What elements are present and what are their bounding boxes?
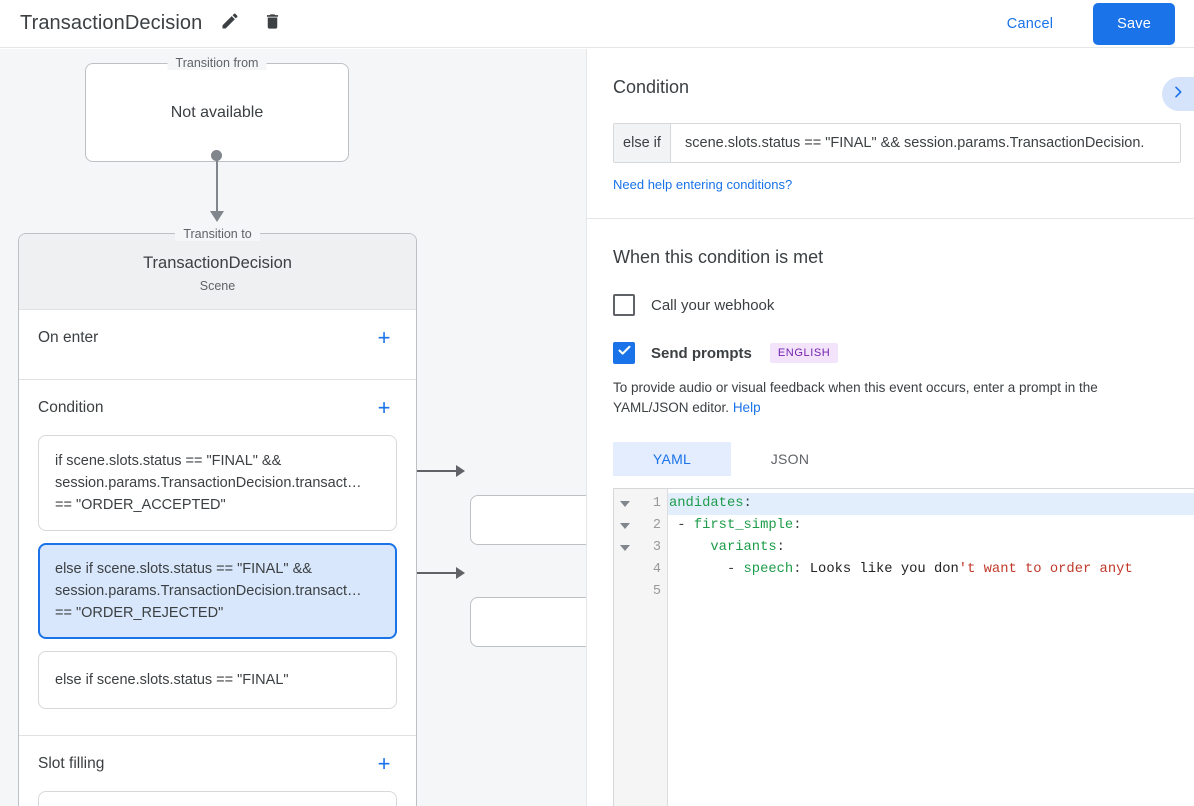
- section-condition-title: Condition: [38, 398, 104, 416]
- pencil-icon: [220, 11, 240, 36]
- tab-json[interactable]: JSON: [770, 451, 810, 467]
- editor-format-tabs: YAML JSON: [613, 442, 1168, 476]
- trash-icon: [263, 12, 282, 36]
- panel-when-met-section: When this condition is met Call your web…: [587, 219, 1194, 806]
- code-line[interactable]: - speech: Looks like you don't want to o…: [668, 559, 1194, 581]
- edge-line-accepted: [398, 470, 458, 472]
- call-webhook-label: Call your webhook: [651, 296, 775, 314]
- editor-line-numbers: 1 2 3 4 5: [636, 489, 668, 806]
- send-prompts-row[interactable]: Send prompts ENGLISH: [613, 342, 1168, 364]
- fold-toggle-2[interactable]: [614, 515, 636, 537]
- condition-help-link[interactable]: Need help entering conditions?: [613, 177, 793, 192]
- condition-input-row[interactable]: else if: [613, 123, 1181, 163]
- edge-line-rejected: [398, 572, 458, 574]
- code-token: :: [793, 518, 802, 533]
- app-topbar: TransactionDecision Cancel Save: [0, 0, 1194, 48]
- scene-name: TransactionDecision: [143, 254, 292, 272]
- line-number: 3: [652, 540, 661, 555]
- transition-from-value: Not available: [170, 103, 264, 121]
- transition-from-node[interactable]: Not available: [85, 63, 349, 162]
- edit-name-button[interactable]: [216, 10, 244, 38]
- section-slot-filling-header: Slot filling +: [38, 736, 397, 791]
- page-title: TransactionDecision: [20, 12, 203, 34]
- delete-button[interactable]: [258, 10, 286, 38]
- code-token: Looks like you don: [809, 562, 959, 577]
- code-token: -: [669, 518, 694, 533]
- connector-arrow-icon: [210, 211, 224, 222]
- add-slot-filling-button[interactable]: +: [377, 750, 391, 776]
- webhook-row[interactable]: Call your webhook: [613, 294, 1168, 316]
- checkmark-icon: [617, 343, 632, 363]
- line-number: 1: [652, 496, 661, 511]
- line-number: 4: [652, 562, 661, 577]
- code-line[interactable]: andidates:: [668, 493, 1194, 515]
- line-number: 5: [652, 584, 661, 599]
- section-slot-filling: Slot filling + Slot validation: [19, 736, 416, 806]
- edge-arrow-rejected-icon: [456, 567, 465, 579]
- code-token: :: [743, 496, 752, 511]
- editor-fold-column: [614, 489, 636, 806]
- code-token: 't want to order anyt: [958, 562, 1133, 577]
- panel-condition-section: Condition else if Need help entering con…: [587, 49, 1194, 219]
- when-met-heading: When this condition is met: [613, 247, 824, 267]
- code-token: speech: [743, 562, 794, 577]
- condition-expression-input[interactable]: [671, 124, 1180, 162]
- fold-toggle-1[interactable]: [614, 493, 636, 515]
- code-line[interactable]: variants:: [668, 537, 1194, 559]
- slot-validation-item[interactable]: Slot validation: [38, 791, 397, 806]
- code-token: [669, 540, 710, 555]
- language-badge: ENGLISH: [769, 343, 839, 363]
- call-webhook-checkbox[interactable]: [613, 294, 635, 316]
- code-token: first_simple: [693, 518, 794, 533]
- section-condition-header: Condition +: [38, 380, 397, 435]
- code-token: :: [776, 540, 785, 555]
- caret-down-icon: [620, 523, 630, 529]
- prompts-description: To provide audio or visual feedback when…: [613, 378, 1168, 418]
- topbar-actions: Cancel Save: [993, 2, 1194, 45]
- section-slot-filling-title: Slot filling: [38, 754, 105, 772]
- line-number: 2: [652, 518, 661, 533]
- prompts-help-link[interactable]: Help: [732, 400, 761, 415]
- fold-toggle-3[interactable]: [614, 537, 636, 559]
- scene-card-header: TransactionDecision Scene: [19, 234, 416, 310]
- collapse-panel-button[interactable]: [1162, 77, 1194, 111]
- section-on-enter: On enter +: [19, 310, 416, 380]
- edge-arrow-accepted-icon: [456, 465, 465, 477]
- caret-down-icon: [620, 545, 630, 551]
- target-node-accepted[interactable]: [470, 495, 586, 545]
- save-button[interactable]: Save: [1093, 2, 1175, 45]
- condition-item-rejected[interactable]: else if scene.slots.status == "FINAL" &&…: [38, 543, 397, 639]
- code-token: :: [793, 562, 810, 577]
- panel-condition-heading: Condition: [613, 77, 690, 97]
- yaml-editor[interactable]: 1 2 3 4 5 andidates: - first_simple: variant…: [613, 488, 1194, 806]
- caret-down-icon: [620, 501, 630, 507]
- condition-item-final[interactable]: else if scene.slots.status == "FINAL": [38, 651, 397, 709]
- condition-prefix-label: else if: [614, 124, 671, 162]
- details-panel: Condition else if Need help entering con…: [586, 49, 1194, 806]
- transition-from-legend: Transition from: [167, 56, 267, 70]
- send-prompts-label: Send prompts: [651, 344, 752, 362]
- connector-line: [216, 155, 218, 219]
- add-condition-button[interactable]: +: [377, 394, 391, 420]
- section-on-enter-header: On enter +: [38, 310, 397, 365]
- code-token: -: [669, 562, 744, 577]
- add-on-enter-button[interactable]: +: [377, 324, 391, 350]
- target-node-rejected[interactable]: [470, 597, 586, 647]
- editor-code-area[interactable]: andidates: - first_simple: variants: - s…: [668, 489, 1194, 806]
- section-on-enter-title: On enter: [38, 328, 99, 346]
- condition-item-accepted[interactable]: if scene.slots.status == "FINAL" && sess…: [38, 435, 397, 531]
- cancel-button[interactable]: Cancel: [993, 7, 1067, 41]
- code-line[interactable]: - first_simple:: [668, 515, 1194, 537]
- chevron-right-icon: [1170, 84, 1186, 105]
- scene-graph-canvas[interactable]: Not available Transition from Transactio…: [0, 49, 586, 806]
- scene-type: Scene: [199, 279, 236, 293]
- section-condition: Condition + if scene.slots.status == "FI…: [19, 380, 416, 736]
- code-line[interactable]: [668, 581, 1194, 603]
- prompts-description-text: To provide audio or visual feedback when…: [613, 380, 1098, 415]
- code-token: variants: [710, 540, 777, 555]
- tab-yaml[interactable]: YAML: [613, 442, 731, 476]
- send-prompts-checkbox[interactable]: [613, 342, 635, 364]
- scene-card[interactable]: TransactionDecision Scene On enter + Con…: [18, 233, 417, 806]
- code-token: andidates: [669, 496, 744, 511]
